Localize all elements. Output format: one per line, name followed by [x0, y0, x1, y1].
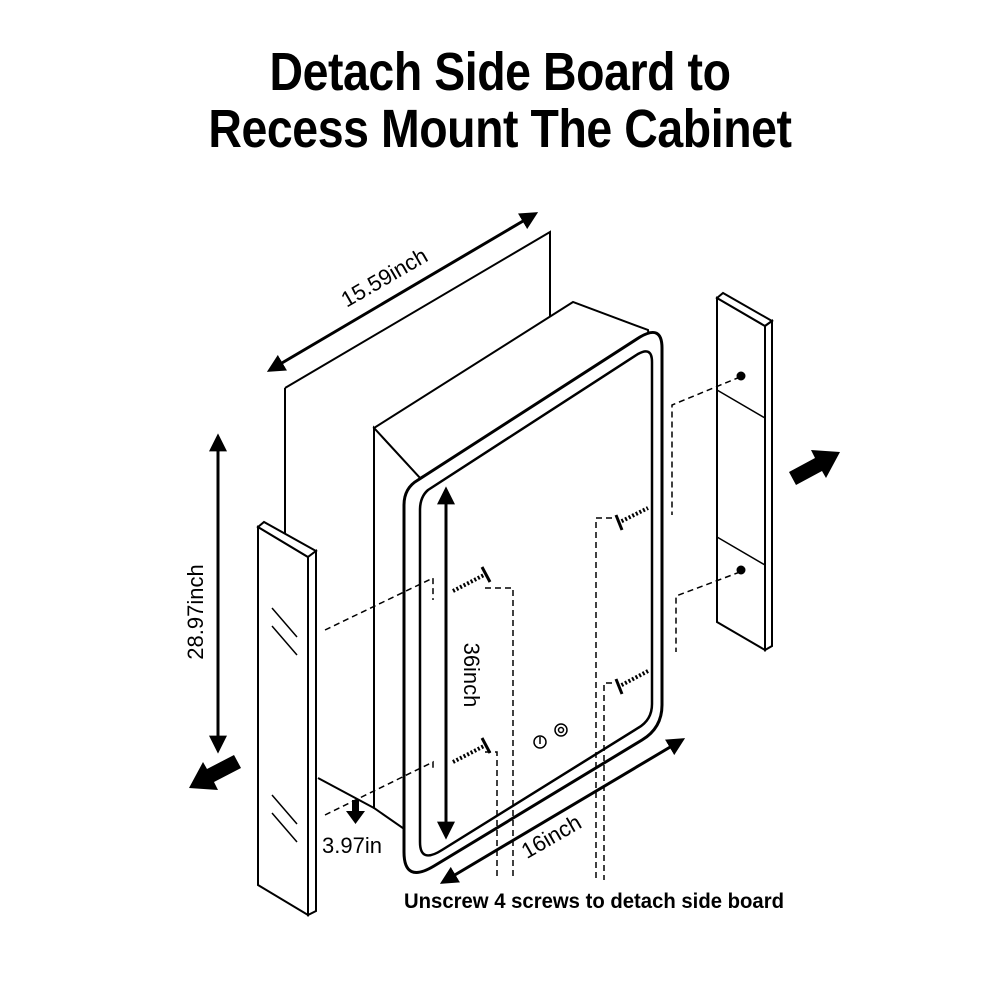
- top-width-arrow: [266, 212, 539, 372]
- side-height-label: 28.97inch: [183, 564, 208, 659]
- caption: Unscrew 4 screws to detach side board: [404, 890, 784, 913]
- right-side-board: [715, 291, 774, 652]
- arrow-down-icon: [346, 800, 365, 824]
- arrow-left-icon: [189, 755, 241, 790]
- page-title: Detach Side Board to Recess Mount The Ca…: [70, 44, 930, 158]
- arrow-right-icon: [789, 450, 840, 485]
- mirror-height-label: 36inch: [459, 643, 484, 708]
- dimmer-icon: [554, 723, 568, 737]
- mirror-width-arrow: [439, 738, 686, 884]
- depth-label: 3.97in: [322, 833, 382, 858]
- mirror-door: [402, 330, 664, 874]
- title-line-2: Recess Mount The Cabinet: [208, 99, 792, 159]
- screw-icon: [614, 669, 649, 695]
- title-line-1: Detach Side Board to: [269, 42, 731, 102]
- screw-icon: [614, 506, 649, 531]
- screw-icon: [452, 566, 492, 593]
- left-side-board: [256, 520, 318, 917]
- dimension-arrows: [209, 212, 686, 884]
